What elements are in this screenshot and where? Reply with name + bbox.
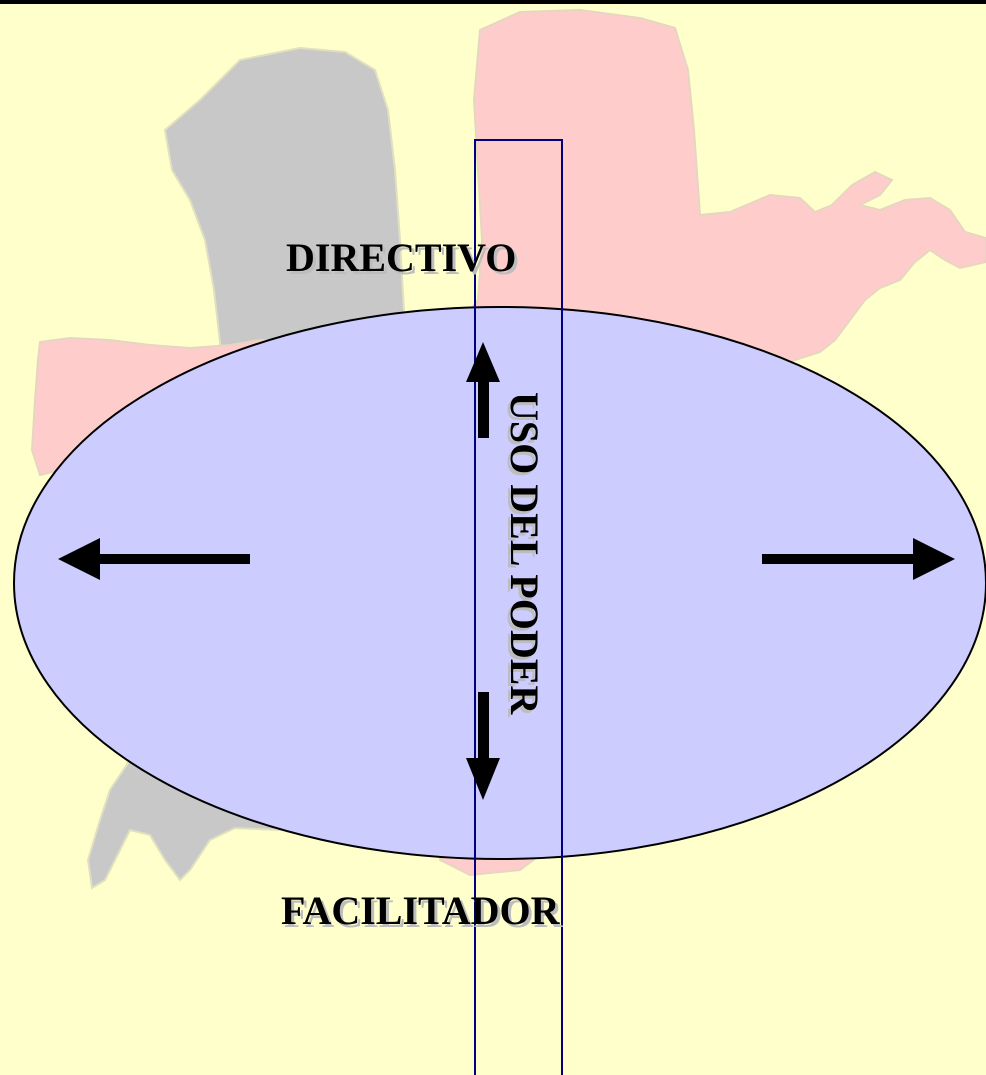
uso-del-poder-label: USO DEL PODER [502,392,547,715]
vertical-box [474,139,563,1075]
arrow-down-icon [466,692,500,800]
directivo-label-shadow: DIRECTIVO [289,238,519,283]
directivo-label: DIRECTIVO [286,235,516,280]
facilitador-label-shadow: FACILITADOR [284,891,564,936]
arrow-left-icon [58,538,250,580]
facilitador-label: FACILITADOR [281,888,561,933]
arrow-right-icon [762,538,955,580]
uso-del-poder-label-shadow: USO DEL PODER [499,395,544,718]
arrow-up-icon [466,342,500,438]
top-border [0,0,986,4]
central-ellipse [13,306,986,860]
